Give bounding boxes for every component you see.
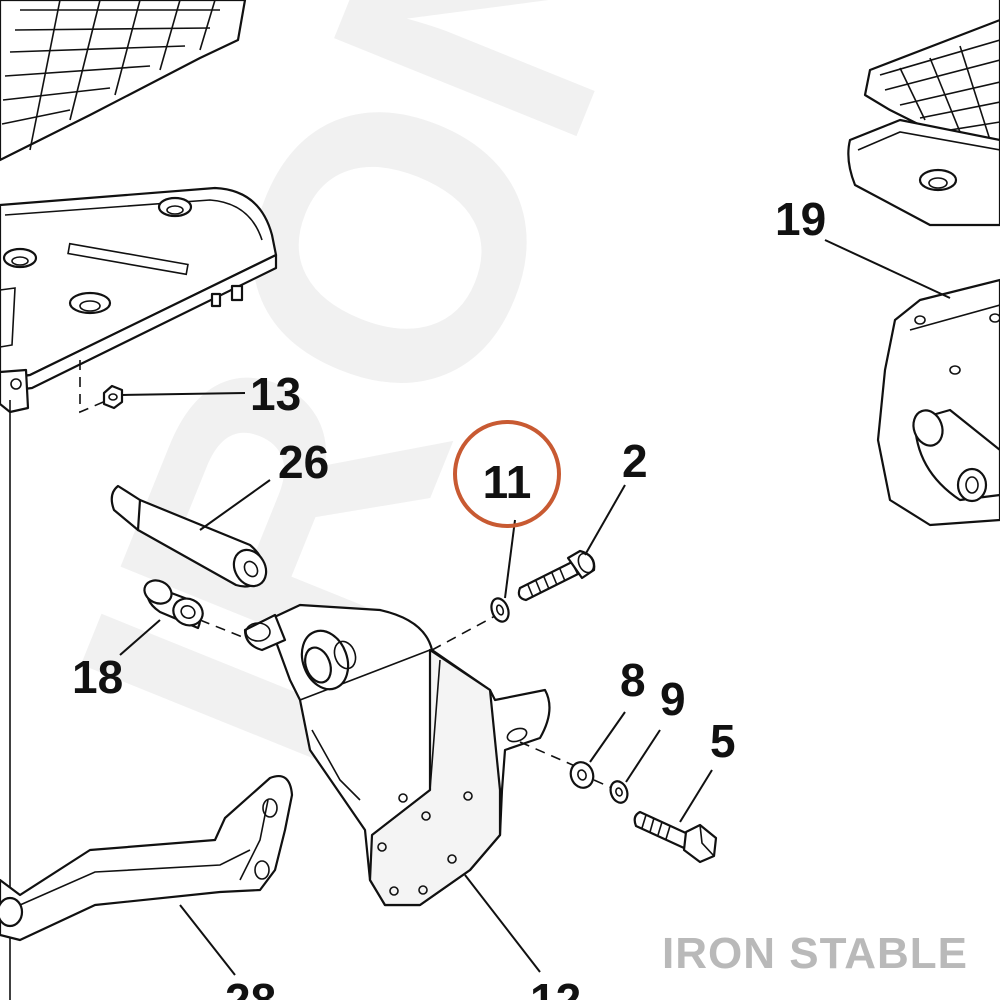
footboard-plate-left: [0, 186, 278, 1000]
callout-13: 13: [250, 368, 301, 420]
pivot-pin-part-26: [110, 484, 268, 588]
leader-12: [464, 874, 541, 973]
mounting-bracket-part-12: [243, 603, 551, 907]
leader-13: [121, 392, 246, 396]
footboard-assembly-part-19: [847, 0, 1000, 527]
watermark-text: IRON STA: [0, 0, 1000, 816]
linkage-arm-part-28: [0, 774, 294, 942]
callout-12: 12: [530, 974, 581, 1000]
leader-28: [179, 904, 236, 976]
bolt-part-5: [633, 810, 718, 864]
callout-26: 26: [278, 436, 329, 488]
leader-8: [589, 711, 626, 763]
lock-washer-part-11: [431, 597, 510, 651]
leader-5: [679, 769, 713, 823]
leader-9: [625, 729, 661, 783]
callout-9: 9: [660, 673, 686, 725]
leader-18: [119, 619, 161, 656]
bushing-part-18: [143, 579, 251, 641]
callout-18: 18: [72, 651, 123, 703]
callout-19: 19: [775, 193, 826, 245]
leader-26: [199, 479, 271, 531]
callout-8: 8: [620, 654, 646, 706]
callout-28: 28: [225, 974, 276, 1000]
washer-part-8: [519, 741, 595, 789]
washer-part-9: [593, 779, 629, 804]
nut-part-13: [79, 360, 124, 414]
callout-11: 11: [483, 456, 532, 508]
floorboard-grate-top-left: [0, 0, 247, 162]
callout-2: 2: [622, 435, 648, 487]
screw-part-2: [517, 549, 596, 602]
leader-19: [824, 239, 951, 299]
brand-logo-text: IRON STABLE: [662, 929, 968, 978]
leader-11: [504, 519, 516, 599]
callout-5: 5: [710, 715, 736, 767]
leader-2: [584, 484, 626, 556]
highlight-circle: [453, 420, 561, 528]
leader-lines: [119, 239, 951, 976]
